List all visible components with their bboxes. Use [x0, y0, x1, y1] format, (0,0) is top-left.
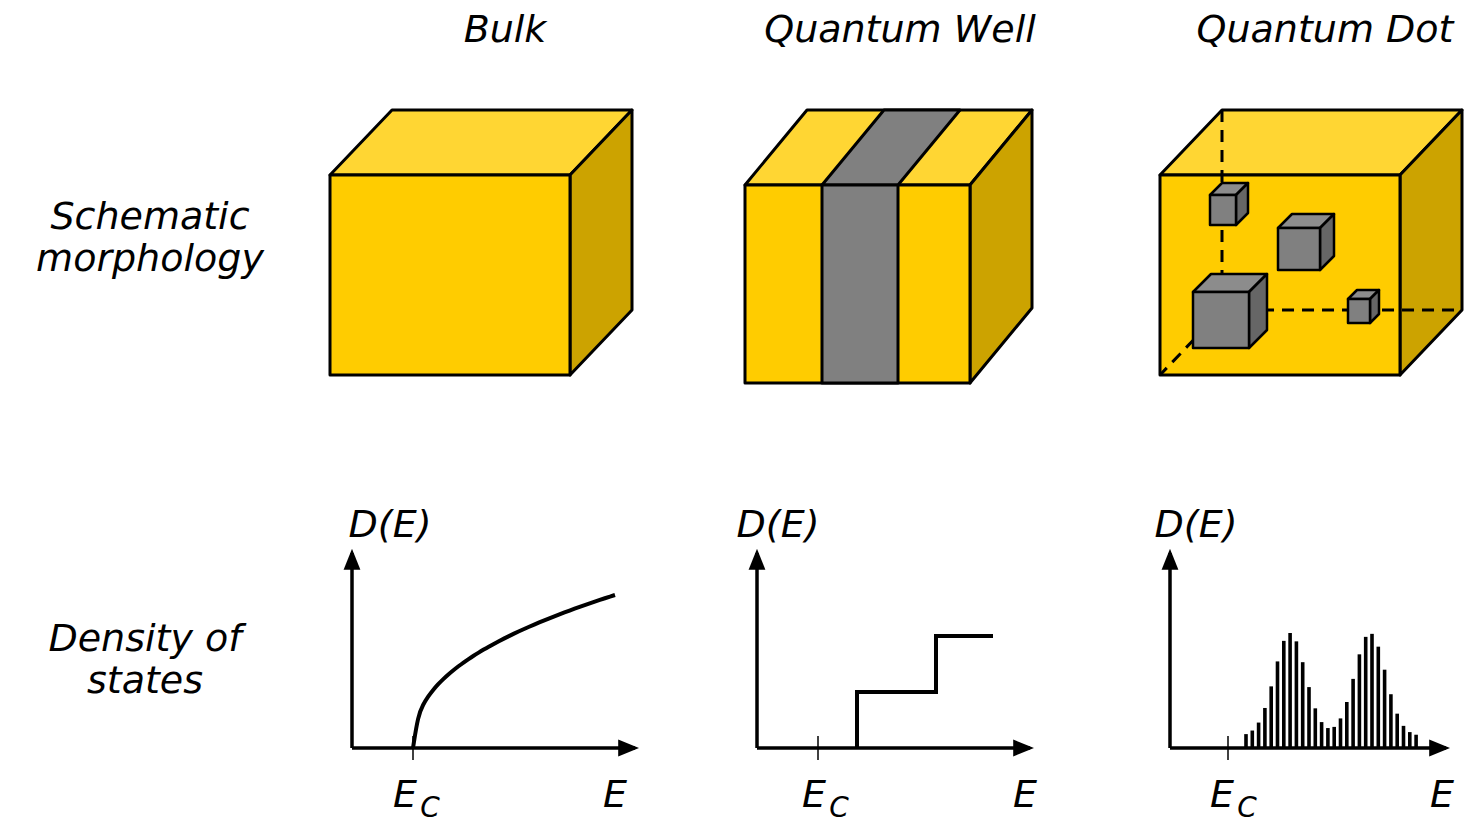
axis-label-energy: E	[1013, 774, 1037, 816]
column-title: Quantum Well	[764, 9, 1036, 51]
bulk-cube-side	[570, 110, 632, 375]
quantum-dot-side	[1249, 274, 1267, 348]
ec-tick	[1227, 736, 1229, 760]
y-axis	[755, 553, 759, 748]
row-label: Density of states	[15, 618, 275, 702]
ec-tick	[817, 736, 819, 760]
dot-cube-front	[1160, 175, 1400, 375]
axis-label-dos: D(E)	[349, 504, 432, 546]
dos-steps	[857, 636, 993, 748]
dos-bar	[1251, 731, 1255, 748]
bulk-dos-axes	[352, 553, 635, 760]
dos-bar	[1326, 728, 1330, 748]
row-label: Schematic morphology	[5, 196, 295, 280]
ec-subscript: C	[1237, 793, 1257, 824]
dos-bar	[1269, 686, 1273, 748]
quantum-dot-front	[1278, 228, 1320, 270]
ec-label: E	[393, 774, 417, 816]
dos-bar	[1263, 708, 1267, 748]
dos-bar	[1332, 727, 1336, 748]
dos-bar	[1383, 670, 1387, 748]
y-axis	[1168, 553, 1172, 748]
dos-bar	[1408, 732, 1412, 748]
dos-curve	[413, 595, 615, 748]
dos-bar	[1339, 718, 1343, 748]
dos-bar	[1320, 722, 1324, 748]
dos-bar	[1244, 734, 1248, 748]
axis-label-dos: D(E)	[737, 504, 820, 546]
bulk-cube-front	[330, 175, 570, 375]
quantum-dot-side	[1370, 290, 1379, 323]
ec-subscript: C	[420, 793, 440, 824]
dos-bar	[1364, 637, 1368, 748]
ec-subscript: C	[829, 793, 849, 824]
axis-label-dos: D(E)	[1155, 504, 1238, 546]
bulk-cube	[330, 110, 632, 375]
x-axis	[757, 746, 1030, 750]
quantum-well-cube	[745, 110, 1032, 383]
dos-bar	[1288, 633, 1292, 748]
y-axis	[350, 553, 354, 748]
dos-bar	[1307, 687, 1311, 748]
axis-label-energy: E	[1430, 774, 1454, 816]
well-cube-front	[745, 185, 970, 383]
dos-bar	[1345, 702, 1349, 748]
quantum-dot-front	[1193, 292, 1249, 348]
dos-bar	[1370, 634, 1374, 748]
well-dos-axes	[757, 553, 1030, 760]
well-layer-top	[822, 110, 960, 185]
quantum-dot-side	[1236, 183, 1248, 225]
dos-bar	[1414, 735, 1418, 748]
well-layer-front	[822, 185, 898, 383]
axis-label-energy: E	[603, 774, 627, 816]
dos-bar	[1358, 654, 1362, 748]
dos-bar	[1282, 641, 1286, 748]
dos-bar	[1395, 714, 1399, 748]
x-axis	[352, 746, 635, 750]
dos-bar	[1377, 647, 1381, 748]
dos-bar	[1257, 723, 1261, 748]
quantum-dot-front	[1210, 195, 1236, 225]
dot-dos-axes	[1170, 553, 1446, 760]
dos-bar	[1351, 679, 1355, 748]
column-title: Bulk	[464, 9, 547, 51]
dos-bar	[1295, 641, 1299, 748]
dos-bar	[1402, 726, 1406, 748]
well-cube-side	[970, 110, 1032, 383]
ec-label: E	[802, 774, 826, 816]
dot-cube-side	[1400, 110, 1462, 375]
dos-bar	[1276, 661, 1280, 748]
quantum-dot-side	[1320, 214, 1334, 270]
quantum-dot-front	[1348, 299, 1370, 323]
quantum-dot-cube	[1160, 110, 1462, 375]
dos-bar	[1389, 694, 1393, 748]
column-title: Quantum Dot	[1197, 9, 1454, 51]
ec-label: E	[1210, 774, 1234, 816]
dos-bar	[1301, 662, 1305, 748]
dos-bar	[1314, 708, 1318, 748]
